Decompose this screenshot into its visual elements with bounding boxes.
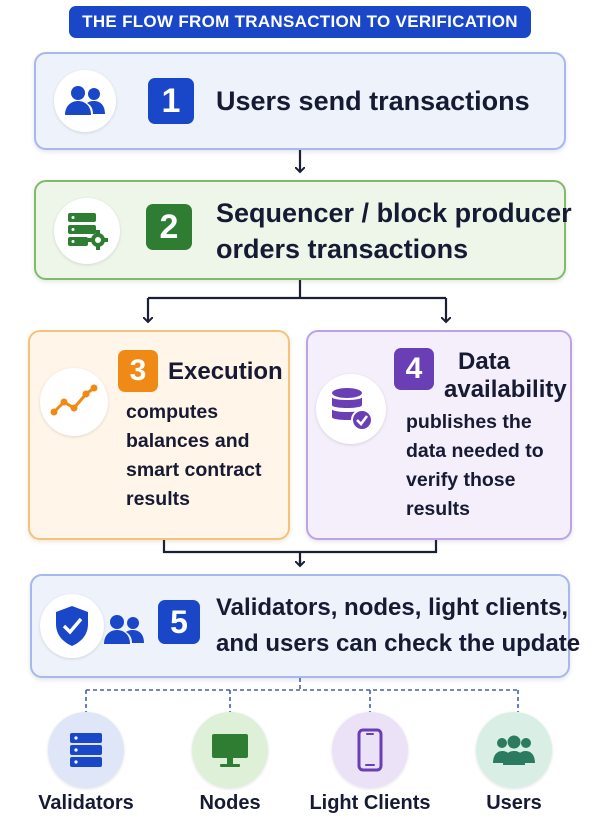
step-2-line1: Sequencer / block producer: [216, 198, 572, 228]
step-4-line: data needed to: [406, 440, 544, 462]
step-3-heading: Execution: [168, 358, 283, 385]
step-2-number: 2: [146, 204, 192, 250]
verifier-label-users: Users: [486, 792, 542, 814]
step-5-number: 5: [158, 600, 200, 644]
step-4-line: results: [406, 498, 470, 520]
server-icon: [48, 712, 124, 788]
step-1-text: Users send transactions: [216, 86, 530, 116]
step-4-heading-line1: Data: [458, 348, 511, 375]
step-4-line: verify those: [406, 469, 516, 491]
verifier-label-light-clients: Light Clients: [309, 792, 431, 814]
step-2-card: [34, 180, 566, 280]
dashed-connector: [85, 678, 519, 712]
phone-icon: [332, 712, 408, 788]
split-connector: [148, 280, 446, 300]
users-icon: [54, 70, 116, 132]
diagram-title: THE FLOW FROM TRANSACTION TO VERIFICATIO…: [69, 6, 531, 38]
line-chart-icon: [40, 368, 108, 436]
step-3-line: smart contract: [126, 459, 262, 481]
step-1-card: [34, 52, 566, 150]
users-icon: [104, 615, 144, 644]
database-check-icon: [316, 374, 386, 444]
verifier-label-validators: Validators: [38, 792, 134, 814]
users-icon: [476, 712, 552, 788]
step-4-line: publishes the: [406, 411, 532, 433]
step-3-line: balances and: [126, 430, 250, 452]
step-3-number: 3: [118, 350, 158, 392]
verifier-label-nodes: Nodes: [199, 792, 261, 814]
step-4-number: 4: [394, 348, 434, 390]
step-3-line: results: [126, 488, 190, 510]
step-5-line2: and users can check the update: [216, 630, 581, 657]
step-2-line2: orders transactions: [216, 234, 469, 264]
step-3-line: computes: [126, 401, 219, 423]
step-5-line1: Validators, nodes, light clients,: [216, 594, 569, 621]
shield-check-icon: [40, 594, 104, 658]
monitor-icon: [192, 712, 268, 788]
server-gear-icon: [54, 198, 120, 264]
step-4-heading-line2: availability: [444, 376, 567, 403]
step-1-number: 1: [148, 78, 194, 124]
